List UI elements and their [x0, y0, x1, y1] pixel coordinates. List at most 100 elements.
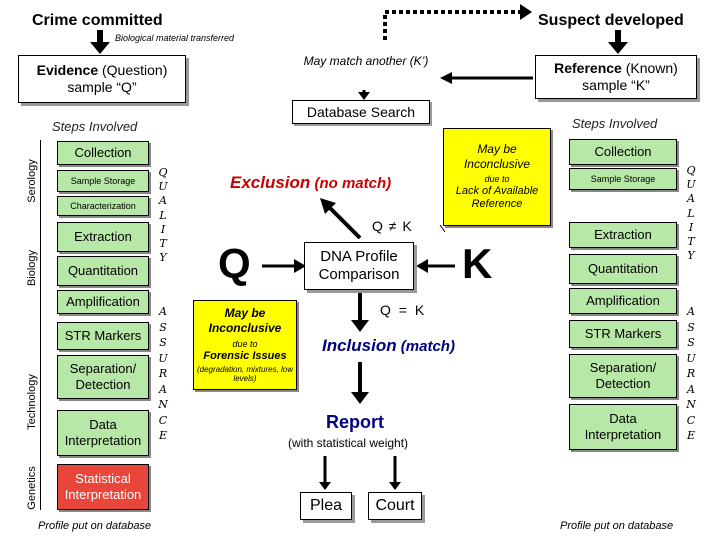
left-step-extraction: Extraction — [57, 222, 149, 252]
exclusion-suffix: (no match) — [310, 175, 392, 192]
biology-bracket — [40, 222, 41, 294]
arrow-crime-evidence — [90, 42, 110, 54]
letter: N — [158, 398, 168, 411]
exclusion-label: Exclusion (no match) — [230, 173, 391, 193]
inconclusive-left-due: due to — [232, 338, 258, 349]
letter: A — [159, 194, 167, 208]
left-step-statistical-interpretation: Statistical Interpretation — [57, 464, 149, 510]
inconclusive-left-reason: Forensic Issues — [203, 349, 287, 362]
dotted-link — [383, 10, 520, 40]
right-profile-db: Profile put on database — [560, 520, 674, 532]
evidence-bold: Evidence — [36, 62, 99, 79]
letter: A — [687, 305, 695, 318]
letter: I — [160, 222, 166, 236]
letter: U — [686, 178, 696, 192]
letter: E — [686, 429, 696, 442]
letter: U — [158, 351, 168, 365]
evidence-rest: (Question) — [98, 62, 168, 79]
inclusion-label: Inclusion (match) — [322, 336, 455, 356]
k-sample-letter: K — [462, 240, 493, 287]
inconclusive-right-reason: Lack of Available Reference — [455, 185, 539, 211]
letter: E — [158, 429, 168, 442]
plea-box: Plea — [300, 492, 352, 520]
inconclusive-right-title: May be Inconclusive — [463, 142, 531, 172]
right-step-sample-storage: Sample Storage — [569, 168, 677, 190]
reference-rest: (Known) — [621, 60, 678, 77]
letter: S — [159, 320, 167, 334]
left-profile-db: Profile put on database — [38, 520, 152, 532]
left-quality-letters: Q U A L I T Y — [156, 166, 170, 265]
q-not-equal-k: Q ≠ K — [372, 218, 413, 234]
reference-sample-box: Reference (Known) sample “K” — [535, 55, 697, 99]
right-step-str-markers: STR Markers — [569, 320, 677, 348]
left-step-data-interpretation: Data Interpretation — [57, 410, 149, 456]
inclusion-word: Inclusion — [322, 336, 397, 355]
dna-profile-comparison-box: DNA Profile Comparison — [304, 242, 414, 290]
left-step-sample-storage: Sample Storage — [57, 170, 149, 192]
exclusion-word: Exclusion — [230, 173, 311, 192]
inclusion-suffix: (match) — [396, 338, 455, 355]
right-step-separation: Separation/ Detection — [569, 354, 677, 398]
inconclusive-right-due: due to — [484, 174, 510, 185]
arrow-suspect-reference — [608, 42, 628, 54]
letter: L — [687, 206, 695, 220]
inconclusive-left-detail: (degradation, mixtures, low levels) — [196, 364, 294, 384]
evidence-sample-box: Evidence (Question) sample “Q” — [18, 55, 186, 103]
serology-bracket — [40, 140, 41, 222]
evidence-line2: sample “Q” — [67, 79, 137, 95]
inconclusive-forensic-box: May be Inconclusive due to Forensic Issu… — [193, 300, 297, 390]
right-step-quantitation: Quantitation — [569, 254, 677, 284]
suspect-developed-label: Suspect developed — [538, 12, 684, 29]
letter: U — [158, 180, 168, 194]
report-title: Report — [326, 412, 384, 432]
letter: S — [687, 320, 695, 334]
category-technology: Technology — [26, 374, 38, 430]
left-step-str-markers: STR Markers — [57, 322, 149, 350]
letter: A — [159, 305, 167, 318]
letter: Q — [686, 164, 696, 177]
letter: A — [687, 192, 695, 206]
reference-bold: Reference — [554, 60, 622, 77]
left-step-amplification: Amplification — [57, 290, 149, 314]
right-quality-letters: Q U A L I T Y — [684, 164, 698, 263]
category-biology: Biology — [26, 249, 38, 287]
q-sample-letter: Q — [218, 240, 251, 287]
letter: Y — [687, 249, 695, 263]
letter: Q — [158, 166, 168, 179]
right-assurance-letters: A S S U R A N C E — [684, 304, 698, 444]
letter: R — [686, 367, 696, 380]
letter: S — [687, 336, 695, 349]
letter: A — [159, 382, 167, 396]
right-step-collection: Collection — [569, 139, 677, 165]
report-subtitle: (with statistical weight) — [288, 436, 409, 450]
letter: C — [686, 413, 696, 427]
letter: A — [687, 382, 695, 396]
left-assurance-letters: A S S U R A N C E — [156, 304, 170, 444]
left-step-characterization: Characterization — [57, 196, 149, 216]
court-box: Court — [368, 492, 422, 520]
category-serology: Serology — [26, 159, 38, 203]
right-step-data-interpretation: Data Interpretation — [569, 404, 677, 450]
letter: I — [688, 220, 694, 234]
bio-transfer-label: Biological material transferred — [115, 33, 235, 43]
letter: Y — [159, 251, 167, 265]
inconclusive-reference-box: May be Inconclusive due to Lack of Avail… — [443, 128, 551, 226]
reference-line2: sample “K” — [582, 77, 650, 93]
right-steps-involved: Steps Involved — [572, 116, 658, 131]
left-step-separation: Separation/ Detection — [57, 355, 149, 399]
category-genetics: Genetics — [26, 466, 38, 510]
crime-committed-label: Crime committed — [32, 12, 163, 29]
letter: L — [159, 208, 167, 222]
letter: T — [687, 235, 695, 249]
letter: S — [159, 336, 167, 349]
inconclusive-left-title: May be Inconclusive — [208, 305, 282, 335]
right-step-amplification: Amplification — [569, 288, 677, 314]
left-steps-involved: Steps Involved — [52, 119, 138, 134]
technology-bracket — [40, 294, 41, 460]
right-step-extraction: Extraction — [569, 222, 677, 248]
letter: C — [158, 413, 168, 427]
letter: N — [686, 398, 696, 411]
left-step-quantitation: Quantitation — [57, 256, 149, 286]
database-search-box: Database Search — [292, 100, 430, 124]
